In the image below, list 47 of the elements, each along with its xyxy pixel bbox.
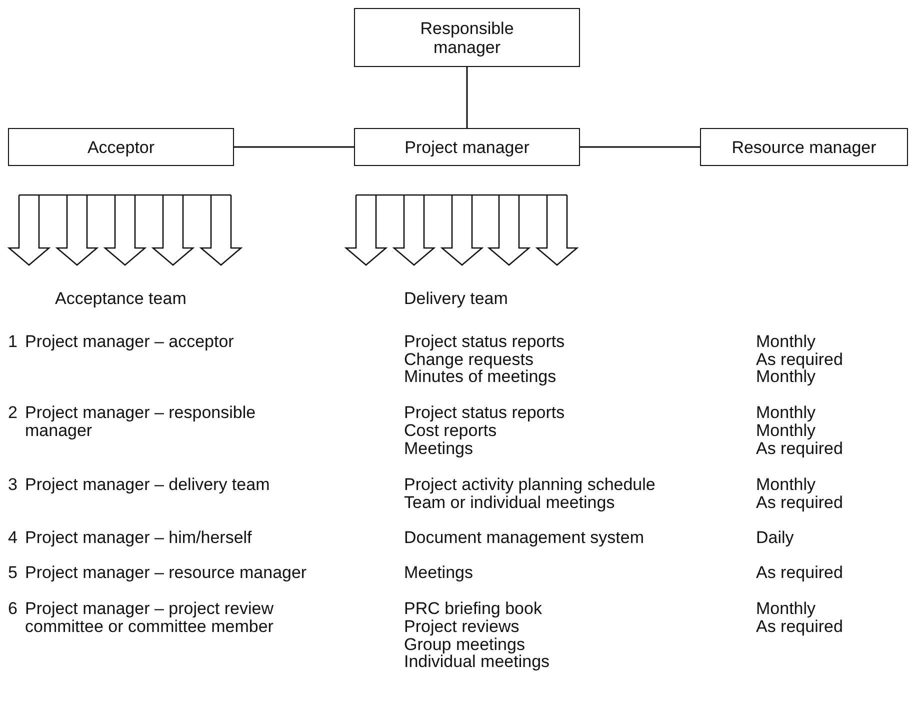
communication-item: Individual meetings <box>404 653 550 671</box>
communication-item: Project status reports <box>404 404 565 422</box>
communication-item: Project reviews <box>404 618 520 636</box>
team-label: Delivery team <box>404 290 508 308</box>
row-number: 4 <box>8 529 18 547</box>
frequency-text: Monthly <box>756 422 816 440</box>
role-box: Acceptor <box>8 128 234 166</box>
communication-item: Minutes of meetings <box>404 368 556 386</box>
connector-line <box>580 146 700 148</box>
frequency-text: As required <box>756 440 843 458</box>
communication-item: Change requests <box>404 351 534 369</box>
communication-item: Meetings <box>404 440 473 458</box>
connector-line <box>234 146 354 148</box>
communication-item: Document management system <box>404 529 644 547</box>
communication-item: Meetings <box>404 564 473 582</box>
communication-party: Project manager – responsible manager <box>25 404 257 440</box>
communication-party: Project manager – acceptor <box>25 333 234 351</box>
row-number: 1 <box>8 333 18 351</box>
frequency-text: As required <box>756 618 843 636</box>
frequency-text: As required <box>756 564 843 582</box>
communication-item: Cost reports <box>404 422 497 440</box>
communication-item: PRC briefing book <box>404 600 542 618</box>
frequency-text: Monthly <box>756 368 816 386</box>
communication-party: Project manager – delivery team <box>25 476 270 494</box>
role-box: Project manager <box>354 128 580 166</box>
row-number: 3 <box>8 476 18 494</box>
communication-item: Group meetings <box>404 636 525 654</box>
frequency-text: Daily <box>756 529 794 547</box>
communication-party: Project manager – resource manager <box>25 564 307 582</box>
row-number: 5 <box>8 564 18 582</box>
communication-party: Project manager – him/herself <box>25 529 252 547</box>
team-label: Acceptance team <box>55 290 186 308</box>
row-number: 6 <box>8 600 18 618</box>
frequency-text: Monthly <box>756 476 816 494</box>
connector-line <box>466 67 468 128</box>
role-box: Resource manager <box>700 128 908 166</box>
communication-item: Project status reports <box>404 333 565 351</box>
communication-item: Team or individual meetings <box>404 494 615 512</box>
communication-party: Project manager – project review committee or committee member <box>25 600 275 636</box>
frequency-text: Monthly <box>756 404 816 422</box>
frequency-text: Monthly <box>756 600 816 618</box>
communication-item: Project activity planning schedule <box>404 476 656 494</box>
row-number: 2 <box>8 404 18 422</box>
role-box: Responsible manager <box>354 8 580 67</box>
frequency-text: As required <box>756 351 843 369</box>
frequency-text: As required <box>756 494 843 512</box>
frequency-text: Monthly <box>756 333 816 351</box>
